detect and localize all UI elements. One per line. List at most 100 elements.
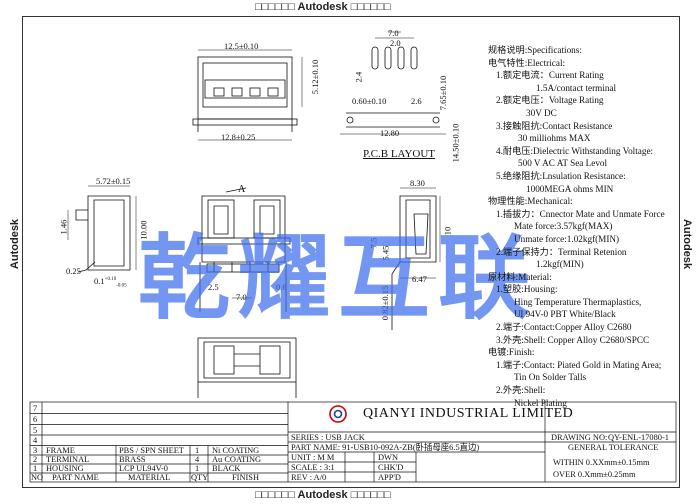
spec-line: Nickel Plating bbox=[514, 397, 567, 408]
title-block-lines bbox=[29, 401, 677, 483]
spec-line: 500 V AC AT Sea Levol bbox=[518, 158, 608, 169]
bom-header-no: NO bbox=[31, 473, 44, 482]
spec-line: 1.端子:Contact: Piated Gold in Mating Area… bbox=[496, 359, 662, 370]
bom-header-part: PART NAME bbox=[52, 473, 99, 482]
spec-line: 1.5A/contact terminal bbox=[536, 82, 617, 93]
bottom-view-connector bbox=[197, 337, 297, 398]
bom-header-finish: FINISH bbox=[232, 473, 259, 482]
spec-line: 原材料:Material: bbox=[488, 271, 552, 282]
spec-line: 4.耐电压:Dielectric Withstanding Voltage: bbox=[496, 145, 654, 156]
tolerance-within: WITHIN 0.XXmm±0.15mm bbox=[553, 458, 650, 467]
dim-label: 2.5 bbox=[208, 282, 219, 292]
tolerance-over: OVER 0.Xmm±0.25mm bbox=[553, 470, 636, 479]
bom-row-part: HOUSING bbox=[46, 464, 84, 473]
bom-row-qty: 4 bbox=[195, 455, 200, 464]
drawing-no: QY-ENL-17080-1 bbox=[608, 433, 669, 442]
spec-line: Unmate force:1.02kgf(MIN) bbox=[514, 233, 620, 244]
tolerance-title: GENERAL TOLERANCE bbox=[568, 443, 659, 452]
bom-row-no: 6 bbox=[33, 415, 38, 424]
bom-row-qty: 1 bbox=[195, 464, 200, 473]
dim-label: 0.6 bbox=[276, 282, 287, 292]
watermark-text: 乾耀互联 bbox=[138, 225, 539, 332]
dim-label: 12.5±0.10 bbox=[224, 41, 259, 51]
dim-label: 2.0 bbox=[390, 38, 401, 48]
dim-label: 5.72±0.15 bbox=[96, 176, 131, 186]
dim-label: 1.46 bbox=[58, 219, 69, 235]
series-field: SERIES : USB JACK bbox=[291, 433, 365, 442]
spec-line: 电镀:Finish: bbox=[488, 347, 535, 358]
drawing-frame bbox=[22, 16, 680, 488]
bom-row-material: PBS / SPN SHEET bbox=[119, 446, 184, 455]
spec-line: 1.2kgf(MIN) bbox=[536, 259, 584, 270]
dim-label: 0.60±0.10 bbox=[352, 96, 387, 106]
chkd-field: CHK'D bbox=[378, 463, 404, 472]
spec-line: 1.插拔力：Cnnector Mate and Unmate Force bbox=[496, 208, 665, 219]
dim-label: 5.12±0.10 bbox=[310, 59, 321, 95]
dim-label: 12.8±0.25 bbox=[221, 132, 256, 142]
spec-line: Tin On Solder Talls bbox=[514, 372, 587, 383]
rev-field: REV : A/0 bbox=[291, 473, 327, 482]
spec-line: Mate force:3.57kgf(MAX) bbox=[514, 221, 613, 232]
dim-label: 8.30 bbox=[410, 178, 425, 188]
bom-row-finish: BLACK bbox=[212, 464, 241, 473]
bom-row-no: 5 bbox=[33, 426, 38, 435]
appd-field: APP'D bbox=[378, 473, 401, 482]
spec-line: 3.接触阻抗:Contact Resistance bbox=[496, 120, 613, 131]
spec-line: 5.绝缘阻抗:Lnsulation Resistance: bbox=[496, 170, 626, 181]
side-view-connector bbox=[67, 185, 137, 273]
bom-row-material: LCP UL94V-0 bbox=[119, 464, 168, 473]
drawing-no-label: DRAWING NO: bbox=[551, 433, 608, 442]
dim-label: 7.0 bbox=[236, 292, 247, 302]
bom-row-finish: Au COATING bbox=[212, 455, 262, 464]
pcb-layout-title: P.C.B LAYOUT bbox=[363, 148, 436, 160]
bom-row-qty: 1 bbox=[195, 446, 200, 455]
bom-row-no: 4 bbox=[33, 436, 38, 445]
dim-label: 12.80 bbox=[380, 128, 400, 138]
spec-line: 1.额定电流：Current Rating bbox=[496, 70, 604, 81]
border-label-bottom: □□□□□□ Autodesk □□□□□□ bbox=[255, 489, 391, 501]
scale-field: SCALE : 3:1 bbox=[291, 463, 335, 472]
dim-label: 2.6 bbox=[411, 96, 422, 106]
spec-line: 30V DC bbox=[526, 107, 557, 118]
dim-label: 0.25 bbox=[66, 266, 81, 276]
dim-label: 0.1+0.10-0.05 bbox=[94, 276, 127, 289]
bom-row-material: BRASS bbox=[119, 455, 146, 464]
spec-line: 1000MEGA ohms MIN bbox=[526, 183, 614, 194]
bom-row-no: 7 bbox=[33, 404, 38, 413]
spec-line: Hing Temperature Thermaplastics, bbox=[514, 296, 642, 307]
spec-line: 30 milliohms MAX bbox=[518, 133, 591, 144]
spec-line: 电气特性:Electrical: bbox=[488, 57, 566, 68]
dim-label: 6.47 bbox=[412, 274, 427, 284]
front-view-connector bbox=[197, 187, 291, 312]
bom-row-finish: Ni COATING bbox=[212, 446, 260, 455]
bom-row-no: 3 bbox=[33, 446, 38, 455]
top-view-connector bbox=[192, 49, 303, 141]
spec-line: 规格说明:Specifications: bbox=[488, 45, 582, 55]
company-logo bbox=[329, 405, 347, 423]
section-view-connector bbox=[391, 187, 441, 330]
bom-header-material: MATERIAL bbox=[128, 473, 171, 482]
border-label-top: □□□□□□ Autodesk □□□□□□ bbox=[255, 1, 391, 13]
pcb-layout-drawing bbox=[340, 31, 446, 135]
spec-line: 2.端子保持力：Terminal Retenion bbox=[496, 246, 627, 257]
dim-label: 2.4 bbox=[353, 71, 364, 83]
spec-line: 3.外壳:Shell: Copper Alloy C2680/SPCC bbox=[496, 334, 650, 345]
specifications-panel: 规格说明:Specifications: 电气特性:Electrical: 1.… bbox=[488, 44, 678, 409]
spec-line: 1.塑胶:Housing: bbox=[496, 284, 558, 295]
dwn-field: DWN bbox=[378, 453, 399, 462]
spec-line: 2.端子:Contact:Copper Alloy C2680 bbox=[496, 322, 632, 333]
dim-label: 7.65±0.10 bbox=[438, 75, 449, 111]
bom-row-no: 1 bbox=[33, 464, 38, 473]
dim-label: 7.0 bbox=[388, 28, 399, 38]
spec-line: 2.额定电压：Voltage Rating bbox=[496, 95, 604, 106]
section-mark-a: A bbox=[238, 184, 246, 195]
bom-header-qty: QTY bbox=[191, 473, 209, 482]
bom-row-part: TERMINAL bbox=[46, 455, 90, 464]
bom-row-part: FRAME bbox=[46, 446, 75, 455]
unit-field: UNIT : M M bbox=[291, 453, 335, 462]
spec-line: 2.外壳:Shell: bbox=[496, 385, 546, 396]
dim-label: 14.50±0.10 bbox=[450, 123, 461, 163]
bom-row-no: 2 bbox=[33, 455, 38, 464]
part-name-field: PART NAME: 91-USB10-092A-ZB(卧插母座6.5直边) bbox=[291, 443, 480, 452]
